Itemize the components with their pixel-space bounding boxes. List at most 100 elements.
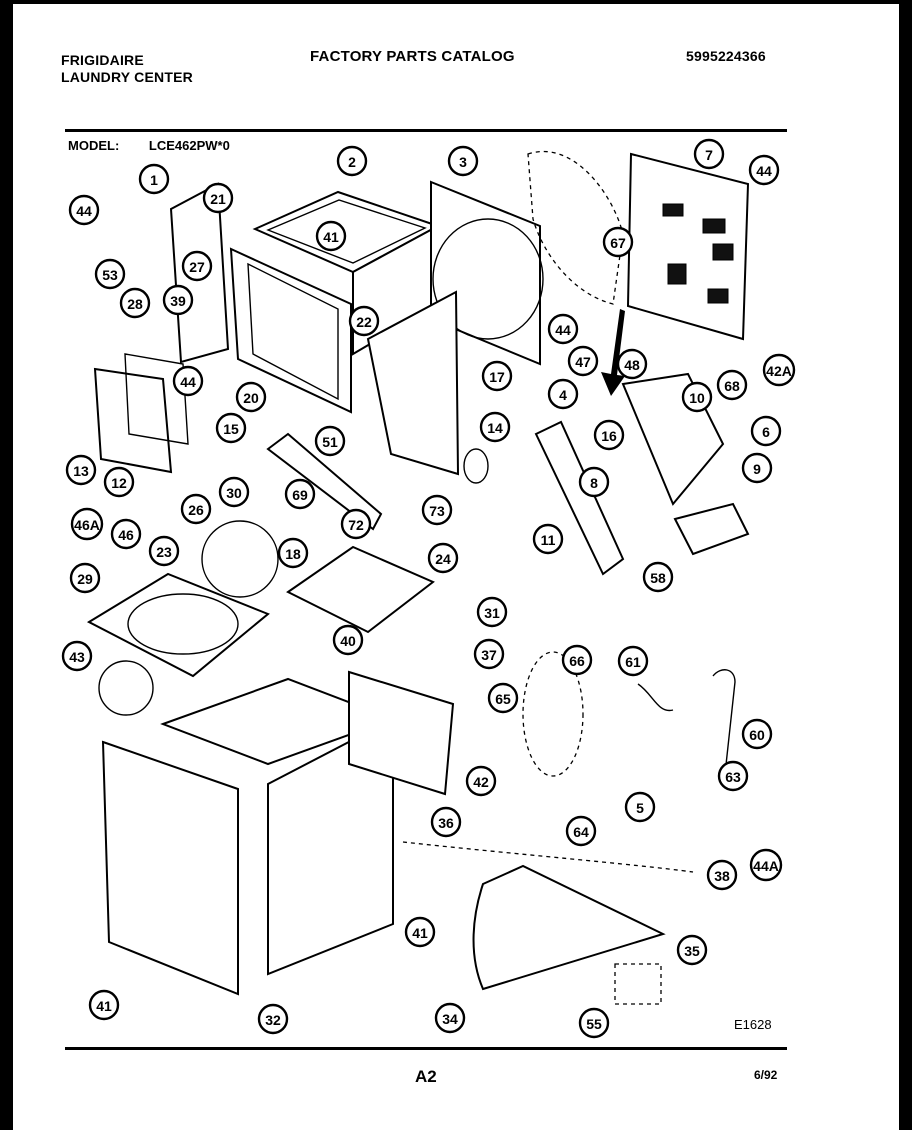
callout-label: 41 xyxy=(323,229,339,245)
callout-label: 72 xyxy=(348,517,364,533)
callout-circle xyxy=(215,412,247,444)
callout-circle xyxy=(617,645,649,677)
callout-circle xyxy=(148,535,180,567)
callout-label: 10 xyxy=(689,390,705,406)
callout-circle xyxy=(547,378,579,410)
callout-label: 44 xyxy=(555,322,571,338)
drum-outline xyxy=(527,151,624,305)
callout-8: 8 xyxy=(578,466,610,498)
brand-line-1: FRIGIDAIRE xyxy=(61,52,144,68)
callout-1: 1 xyxy=(138,163,170,195)
callout-72: 72 xyxy=(340,508,372,540)
lint-screen-part xyxy=(266,432,383,531)
callout-18: 18 xyxy=(277,537,309,569)
callout-67: 67 xyxy=(602,226,634,258)
callout-circle xyxy=(434,1002,466,1034)
callout-label: 11 xyxy=(541,532,556,548)
callout-13: 13 xyxy=(65,454,97,486)
callout-circle xyxy=(110,518,142,550)
callout-label: 39 xyxy=(170,293,186,309)
callout-label: 8 xyxy=(590,475,598,491)
callout-53: 53 xyxy=(94,258,126,290)
print-date: 6/92 xyxy=(754,1068,778,1082)
callout-circle xyxy=(430,806,462,838)
callout-circle xyxy=(277,537,309,569)
callout-circle xyxy=(119,287,151,319)
callout-circle xyxy=(465,765,497,797)
callout-label: 5 xyxy=(636,800,644,816)
callout-27: 27 xyxy=(181,250,213,282)
callout-73: 73 xyxy=(421,494,453,526)
callout-circle xyxy=(561,644,593,676)
callout-circle xyxy=(257,1003,289,1035)
callout-label: 40 xyxy=(340,633,356,649)
callout-label: 37 xyxy=(481,647,497,663)
callout-label: 7 xyxy=(705,147,713,163)
callout-label: 63 xyxy=(725,769,741,785)
callout-label: 58 xyxy=(650,570,666,586)
callout-label: 2 xyxy=(348,154,356,170)
callout-label: 28 xyxy=(127,296,143,312)
callout-label: 12 xyxy=(111,475,127,491)
callout-label: 46 xyxy=(118,527,134,543)
callout-30: 30 xyxy=(218,476,250,508)
rear-panel-part xyxy=(430,180,541,366)
callout-label: 23 xyxy=(156,544,172,560)
callout-circle xyxy=(567,345,599,377)
callout-circle xyxy=(593,419,625,451)
catalog-number: 5995224366 xyxy=(686,48,766,64)
callout-circle xyxy=(235,381,267,413)
callout-circle xyxy=(218,476,250,508)
callout-label: 1 xyxy=(150,172,158,188)
callout-label: 46A xyxy=(74,517,100,533)
callout-circle xyxy=(476,596,508,628)
callout-11: 11 xyxy=(532,523,564,555)
callout-3: 3 xyxy=(447,145,479,177)
callout-36: 36 xyxy=(430,806,462,838)
callout-4: 4 xyxy=(547,378,579,410)
callout-65: 65 xyxy=(487,682,519,714)
callout-28: 28 xyxy=(119,287,151,319)
callout-68: 68 xyxy=(716,369,748,401)
callout-label: 35 xyxy=(684,943,700,959)
callout-circle xyxy=(447,145,479,177)
callout-42a: 42A xyxy=(762,353,796,387)
model-label: MODEL: xyxy=(68,138,120,153)
callout-circle xyxy=(706,859,738,891)
callout-circle xyxy=(578,1007,610,1039)
model-row: MODEL: LCE462PW*0 xyxy=(68,138,256,153)
direction-arrow xyxy=(601,309,625,396)
callout-circle xyxy=(138,163,170,195)
callout-label: 67 xyxy=(610,235,626,251)
callout-60: 60 xyxy=(741,718,773,750)
callout-40: 40 xyxy=(332,624,364,656)
door-frame-part xyxy=(229,247,352,414)
callout-46: 46 xyxy=(110,518,142,550)
callout-55: 55 xyxy=(578,1007,610,1039)
callout-61: 61 xyxy=(617,645,649,677)
callout-21: 21 xyxy=(202,182,234,214)
callout-label: 55 xyxy=(586,1016,602,1032)
callout-32: 32 xyxy=(257,1003,289,1035)
callout-label: 34 xyxy=(442,1011,458,1027)
wire-part xyxy=(637,683,674,712)
callout-7: 7 xyxy=(693,138,725,170)
side-panel-17-part xyxy=(366,290,460,476)
callout-15: 15 xyxy=(215,412,247,444)
callout-circle xyxy=(741,452,773,484)
callout-circle xyxy=(332,624,364,656)
callout-20: 20 xyxy=(235,381,267,413)
callout-44a: 44A xyxy=(749,848,783,882)
brand-header: FRIGIDAIRE LAUNDRY CENTER xyxy=(61,52,193,86)
callout-51: 51 xyxy=(314,425,346,457)
callout-label: 42 xyxy=(473,774,489,790)
callout-label: 15 xyxy=(223,421,239,437)
callout-label: 41 xyxy=(96,998,112,1014)
callout-41: 41 xyxy=(315,220,347,252)
callout-label: 73 xyxy=(429,503,445,519)
callout-label: 9 xyxy=(753,461,761,477)
callout-circle xyxy=(717,760,749,792)
page-number: A2 xyxy=(415,1067,437,1086)
callout-37: 37 xyxy=(473,638,505,670)
callout-label: 44 xyxy=(76,203,92,219)
